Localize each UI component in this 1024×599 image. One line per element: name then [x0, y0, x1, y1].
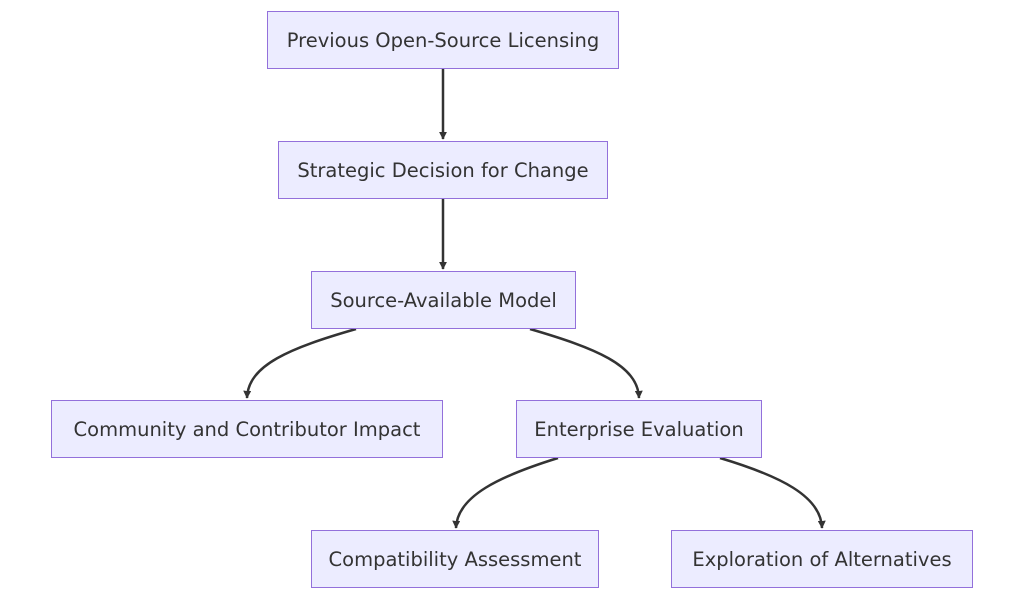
edge-source-to-community: [243, 327, 357, 399]
node-compatibility-assessment: Compatibility Assessment: [311, 530, 599, 588]
node-label: Strategic Decision for Change: [297, 158, 589, 182]
node-exploration-of-alternatives: Exploration of Alternatives: [671, 530, 973, 588]
node-label: Community and Contributor Impact: [73, 417, 421, 441]
edge-enterprise-to-compatibility: [452, 456, 559, 529]
node-label: Enterprise Evaluation: [534, 417, 744, 441]
node-label: Previous Open-Source Licensing: [286, 28, 600, 52]
edge-source-to-enterprise: [529, 327, 643, 399]
node-label: Exploration of Alternatives: [692, 547, 952, 571]
node-source-available-model: Source-Available Model: [311, 271, 576, 329]
node-label: Compatibility Assessment: [328, 547, 582, 571]
node-community-and-contributor-impact: Community and Contributor Impact: [51, 400, 443, 458]
node-previous-open-source-licensing: Previous Open-Source Licensing: [267, 11, 619, 69]
edge-enterprise-to-alternatives: [719, 456, 826, 529]
node-strategic-decision-for-change: Strategic Decision for Change: [278, 141, 608, 199]
node-enterprise-evaluation: Enterprise Evaluation: [516, 400, 762, 458]
node-label: Source-Available Model: [330, 288, 557, 312]
